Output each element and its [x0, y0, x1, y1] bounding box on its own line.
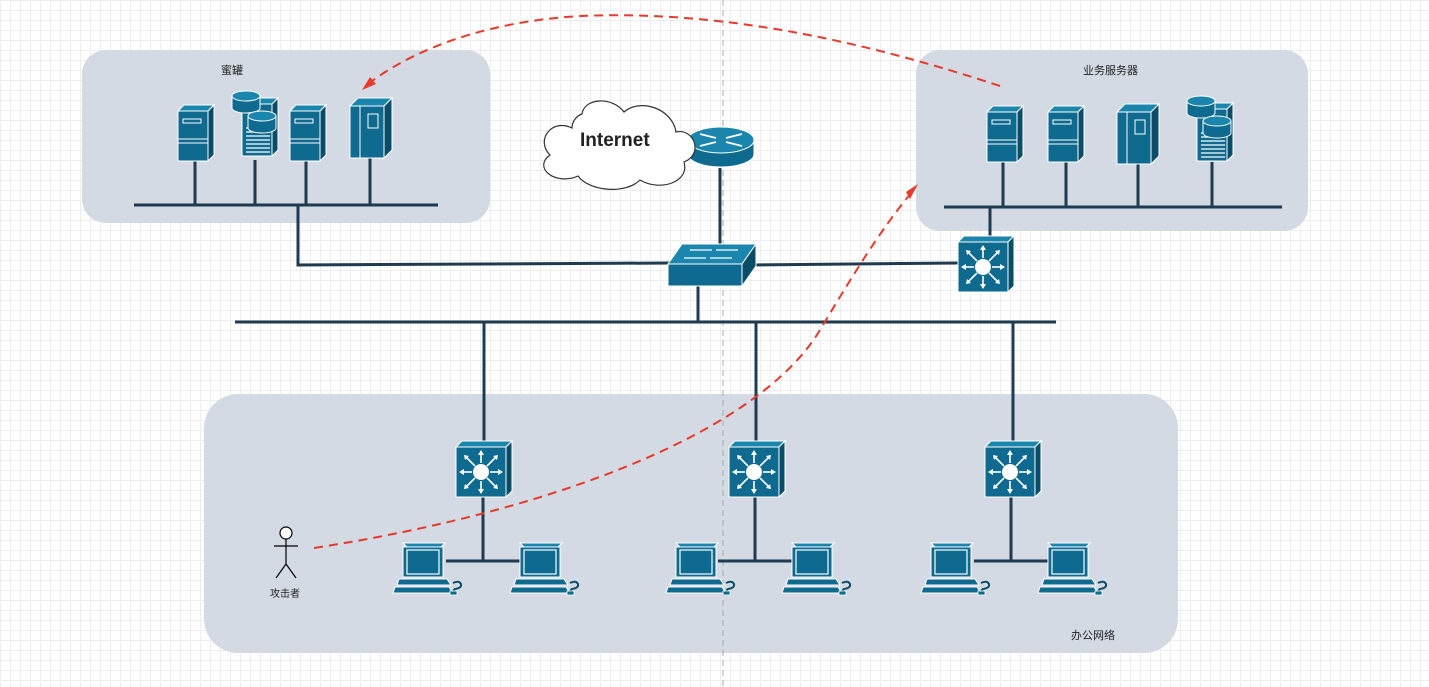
business-server-2-icon — [1047, 105, 1085, 163]
attack-arrowhead-business — [906, 184, 918, 199]
office-network-label: 办公网络 — [1071, 630, 1115, 642]
attack-path-to-business — [313, 191, 913, 549]
office-l3-switch-3-icon — [984, 440, 1042, 498]
business-l3-switch-icon — [957, 235, 1015, 293]
business-server-label: 业务服务器 — [1083, 65, 1138, 77]
honeypot-server-1-icon — [177, 104, 215, 162]
office-l3-switch-1-icon — [455, 440, 513, 498]
business-server-1-icon — [986, 105, 1024, 163]
network-links — [134, 158, 1282, 563]
internet-label: Internet — [580, 130, 650, 151]
attack-arrowhead-honeypot — [362, 77, 376, 90]
honeypot-label: 蜜罐 — [221, 65, 243, 77]
office-network-group — [204, 394, 1178, 653]
router-icon — [687, 126, 755, 168]
office-l3-switch-2-icon — [728, 440, 786, 498]
business-server-group — [916, 50, 1308, 231]
attacker-icon — [274, 526, 298, 579]
honeypot-server-2-icon — [289, 104, 327, 162]
business-mainframe-icon — [1116, 103, 1160, 165]
internet-cloud-icon — [543, 100, 696, 190]
honeypot-group — [82, 50, 490, 223]
honeypot-mainframe-icon — [349, 97, 393, 159]
attack-path-redirect-to-honeypot — [367, 14, 1001, 87]
attacker-label: 攻击者 — [270, 589, 300, 600]
core-switch-icon — [667, 242, 757, 288]
